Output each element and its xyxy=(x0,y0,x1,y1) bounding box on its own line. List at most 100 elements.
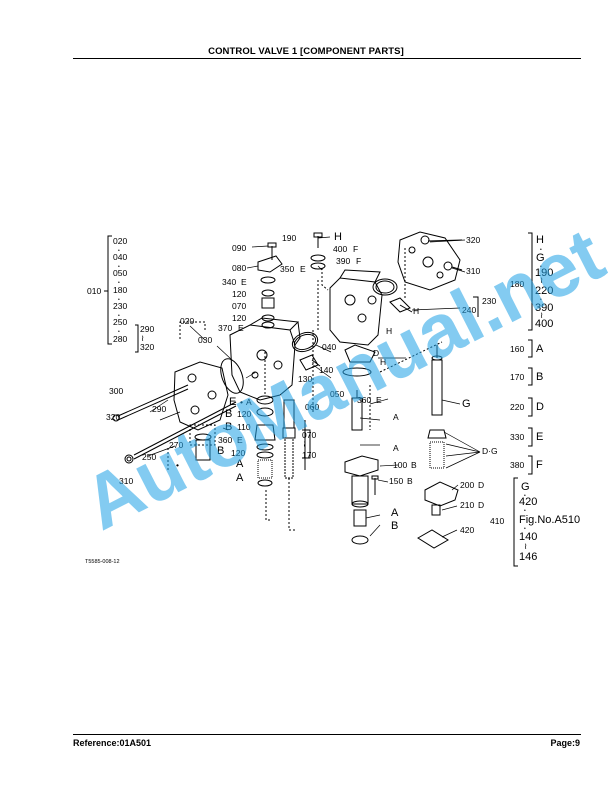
lg-item-5: 230 xyxy=(113,301,127,311)
svg-text:H: H xyxy=(413,306,419,316)
svg-text:•: • xyxy=(118,329,120,335)
svg-text:E: E xyxy=(237,435,243,445)
part-070 xyxy=(261,297,275,309)
ring-B xyxy=(351,535,369,545)
rg-ref: 180 xyxy=(510,279,524,289)
lg-ref: 010 xyxy=(87,286,101,296)
svg-text:≀: ≀ xyxy=(540,275,543,285)
fig-range-bottom: 146 xyxy=(519,551,537,563)
bracket-180 xyxy=(528,232,533,331)
fig-ref: 410 xyxy=(490,516,504,526)
svg-text:B: B xyxy=(217,445,224,457)
part-110 xyxy=(254,424,276,441)
plate-hole-3 xyxy=(190,405,200,415)
fig-letter: G xyxy=(521,481,530,493)
svg-text:•: • xyxy=(540,297,542,303)
fig-start: 420 xyxy=(519,496,537,508)
label-360b: 360 xyxy=(218,435,232,445)
svg-text:G: G xyxy=(462,398,471,410)
svg-text:A: A xyxy=(246,397,252,407)
label-290: 290 xyxy=(152,404,166,414)
page-number: Page:9 xyxy=(550,738,580,748)
label-100: 100 xyxy=(393,460,407,470)
svg-text:E: E xyxy=(229,396,236,408)
svg-text:B: B xyxy=(391,520,398,532)
svg-text:E: E xyxy=(376,395,382,405)
svg-text:A: A xyxy=(236,458,244,470)
ring-D xyxy=(344,344,376,363)
label-040: 040 xyxy=(322,342,336,352)
label-120d: 120 xyxy=(231,448,245,458)
ring-120a xyxy=(261,289,275,297)
label-420: 420 xyxy=(460,525,474,535)
svg-text:≀: ≀ xyxy=(524,541,527,551)
svg-text:400: 400 xyxy=(535,318,553,330)
label-080: 080 xyxy=(232,263,246,273)
svg-text:A: A xyxy=(393,443,399,453)
side-plate xyxy=(173,361,229,431)
lg-item-2: 040 xyxy=(113,252,127,262)
label-230: 230 xyxy=(482,296,496,306)
cap-200 xyxy=(424,481,459,507)
label-030: 030 xyxy=(198,335,212,345)
check-valve-240 xyxy=(389,297,411,313)
svg-text:≀: ≀ xyxy=(141,333,144,343)
label-310a: 310 xyxy=(466,266,480,276)
svg-text:E: E xyxy=(238,323,244,333)
label-160: 160 xyxy=(510,344,524,354)
svg-text:•: • xyxy=(118,248,120,254)
svg-text:•: • xyxy=(524,526,526,532)
bolt-300 xyxy=(117,384,189,417)
label-120b: 120 xyxy=(232,313,246,323)
label-060: 060 xyxy=(305,402,319,412)
ring-G xyxy=(427,429,447,439)
bracket-230 xyxy=(473,296,479,317)
label-310b: 310 xyxy=(119,476,133,486)
reference-code: Reference:01A501 xyxy=(73,738,152,748)
label-120c: 120 xyxy=(237,409,251,419)
svg-text:•: • xyxy=(524,508,526,514)
ring-360b xyxy=(256,443,274,451)
label-380: 380 xyxy=(510,460,524,470)
svg-text:A: A xyxy=(236,472,244,484)
svg-text:F: F xyxy=(356,256,361,266)
label-110: 110 xyxy=(237,422,251,432)
label-220: 220 xyxy=(510,402,524,412)
svg-text:190: 190 xyxy=(535,267,553,279)
svg-text:•: • xyxy=(240,397,243,407)
ring-340 xyxy=(260,276,276,284)
mid-top: 290 xyxy=(140,324,154,334)
label-360a: 360 xyxy=(357,395,371,405)
label-210: 210 xyxy=(460,500,474,510)
svg-text:B: B xyxy=(411,460,417,470)
svg-text:A: A xyxy=(536,343,544,355)
label-370: 370 xyxy=(218,323,232,333)
svg-text:E: E xyxy=(241,277,247,287)
svg-text:•: • xyxy=(176,460,179,470)
ring-120b xyxy=(261,314,275,322)
label-130: 130 xyxy=(298,374,312,384)
svg-text:E: E xyxy=(536,431,543,443)
ring-E xyxy=(256,395,274,405)
ring-120c xyxy=(256,407,274,417)
label-250: 250 xyxy=(142,452,156,462)
bolt-310a xyxy=(443,261,453,271)
bracket-290-320 xyxy=(135,324,139,353)
range-170: 170 xyxy=(302,450,316,460)
page-title: CONTROL VALVE 1 [COMPONENT PARTS] xyxy=(208,46,404,57)
svg-text:≀: ≀ xyxy=(540,310,543,320)
valve-body-left xyxy=(229,324,296,401)
label-140: 140 xyxy=(319,365,333,375)
cylinder-100 xyxy=(351,475,369,505)
fig-range-top: 140 xyxy=(519,531,537,543)
svg-text:D: D xyxy=(478,500,484,510)
svg-text:B: B xyxy=(407,476,413,486)
plate-hole-2 xyxy=(207,390,217,400)
nut-320 xyxy=(112,414,120,422)
label-050: 050 xyxy=(330,389,344,399)
lg-item-3: 050 xyxy=(113,268,127,278)
ring-400 xyxy=(310,254,326,262)
svg-text:B: B xyxy=(225,408,232,420)
lg-item-6: 250 xyxy=(113,317,127,327)
label-340: 340 xyxy=(222,277,236,287)
